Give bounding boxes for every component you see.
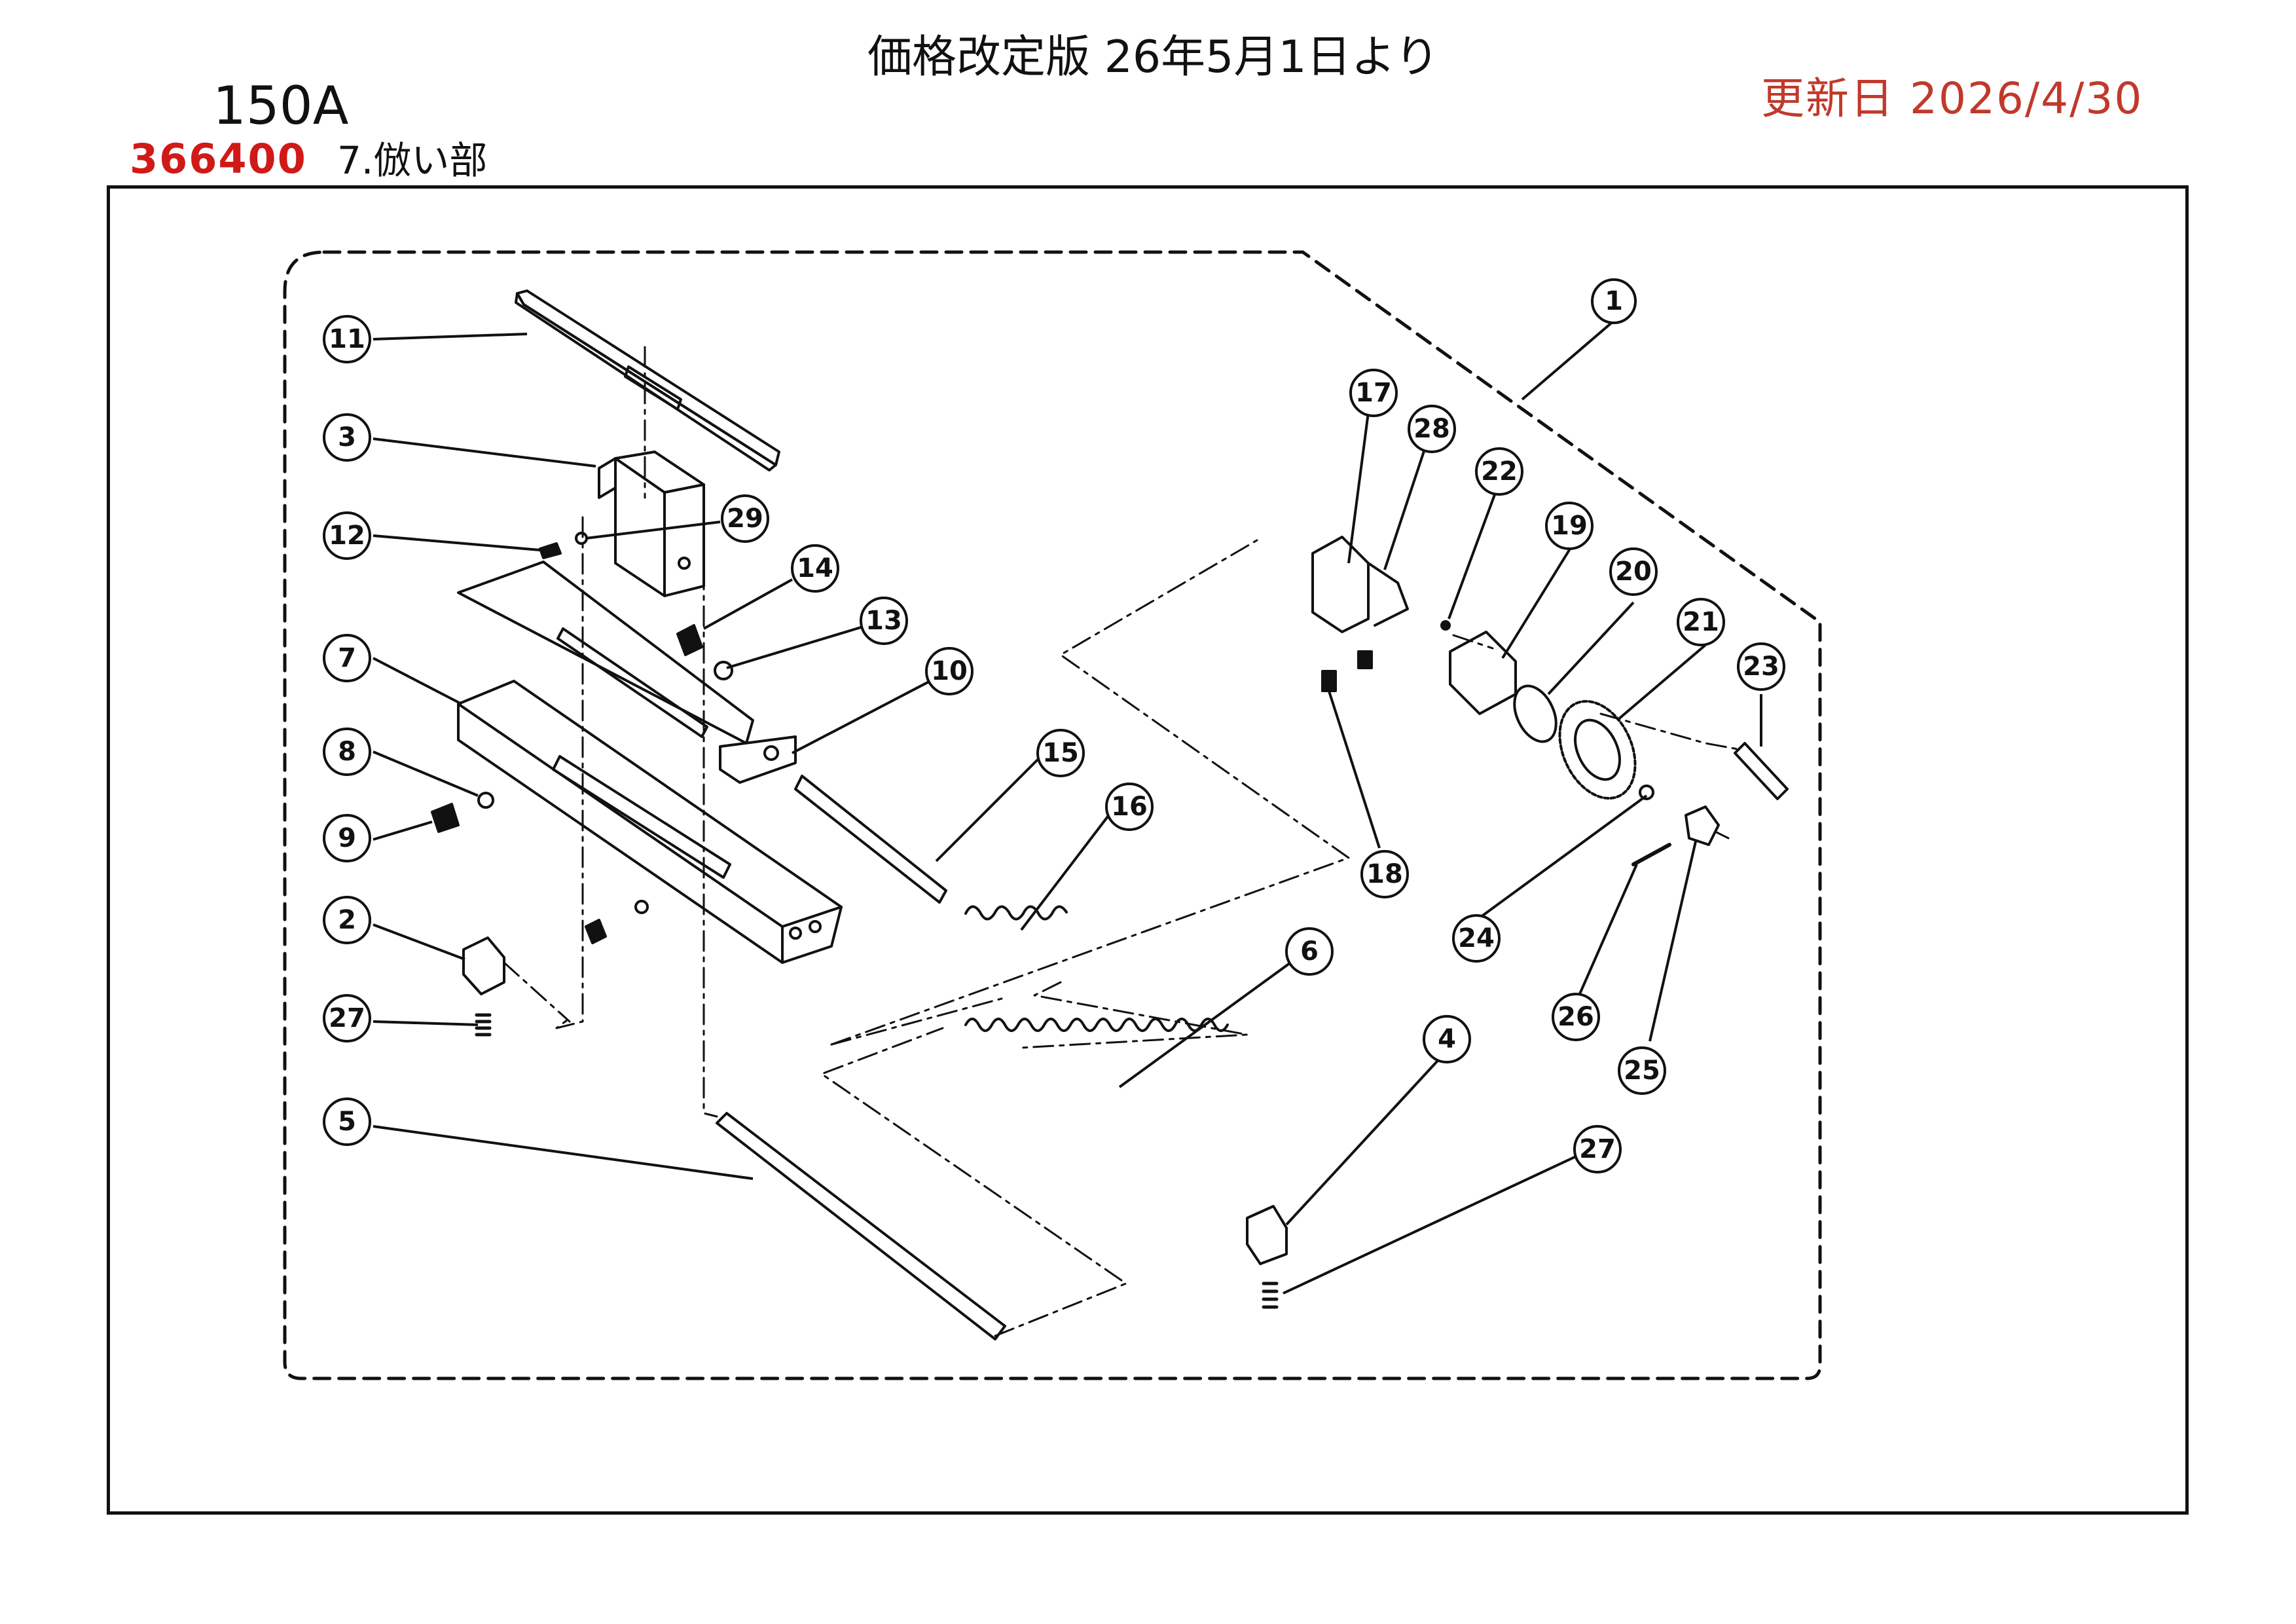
callout-5: 5 — [323, 1098, 371, 1146]
knob-14 — [676, 624, 703, 656]
svg-text:3: 3 — [338, 422, 356, 452]
callout-1: 1 — [1591, 278, 1637, 324]
washer-24 — [1639, 784, 1654, 800]
svg-text:15: 15 — [1042, 738, 1079, 768]
callout-27b: 27 — [1573, 1125, 1622, 1173]
callout-3: 3 — [323, 413, 371, 462]
oring-20 — [1513, 684, 1558, 743]
pin-26 — [1631, 843, 1671, 866]
callout-10: 10 — [925, 647, 974, 695]
callout-21: 21 — [1677, 598, 1725, 646]
callout-22: 22 — [1475, 447, 1523, 496]
top-plate — [515, 289, 780, 471]
callout-20: 20 — [1609, 547, 1658, 596]
callout-7: 7 — [323, 634, 371, 682]
svg-text:4: 4 — [1438, 1024, 1456, 1054]
svg-text:14: 14 — [797, 553, 833, 583]
spring-27b — [1262, 1282, 1279, 1309]
svg-text:23: 23 — [1743, 652, 1779, 682]
updated-date: 更新日 2026/4/30 — [1761, 73, 2143, 124]
svg-text:8: 8 — [338, 737, 356, 767]
part-number: 366400 — [130, 135, 307, 183]
svg-text:21: 21 — [1683, 607, 1719, 637]
svg-text:6: 6 — [1300, 936, 1319, 967]
price-revision-notice: 価格改定版 26年5月1日より — [867, 31, 1440, 83]
callout-11: 11 — [323, 315, 371, 363]
diagram-frame — [107, 185, 2189, 1515]
bolt-23 — [1734, 742, 1789, 800]
disc-19 — [1449, 631, 1517, 715]
svg-text:22: 22 — [1481, 456, 1518, 487]
spring-27a — [475, 1013, 492, 1037]
svg-text:12: 12 — [329, 521, 365, 551]
callout-4: 4 — [1423, 1015, 1471, 1063]
washer-8 — [477, 792, 494, 809]
callout-29: 29 — [721, 494, 769, 543]
bolt-9 — [431, 803, 460, 833]
section-title: 7.倣い部 — [337, 138, 488, 183]
svg-text:27: 27 — [1579, 1134, 1616, 1164]
callout-24: 24 — [1452, 914, 1501, 963]
callout-25: 25 — [1618, 1046, 1666, 1095]
callout-18: 18 — [1360, 850, 1409, 898]
svg-text:16: 16 — [1111, 792, 1148, 822]
svg-text:17: 17 — [1355, 378, 1392, 408]
svg-text:28: 28 — [1413, 414, 1450, 444]
washer-13 — [714, 661, 733, 680]
svg-text:7: 7 — [338, 643, 356, 673]
assembly-boundary — [283, 250, 1822, 1380]
callout-23: 23 — [1737, 642, 1785, 691]
nut-25 — [1685, 805, 1720, 846]
svg-text:29: 29 — [727, 504, 763, 534]
callout-8: 8 — [323, 728, 371, 776]
shaft-15 — [794, 775, 947, 904]
main-body — [457, 680, 843, 964]
screw-18b — [1357, 650, 1373, 669]
callout-28: 28 — [1408, 405, 1456, 453]
callout-27a: 27 — [323, 994, 371, 1043]
svg-text:11: 11 — [329, 324, 365, 354]
spring-6 — [964, 1018, 1229, 1032]
svg-text:27: 27 — [329, 1003, 365, 1033]
svg-text:9: 9 — [338, 823, 356, 853]
callout-19: 19 — [1545, 502, 1594, 550]
svg-text:5: 5 — [338, 1107, 356, 1137]
callout-9: 9 — [323, 814, 371, 862]
spring-16 — [964, 905, 1068, 921]
callout-13: 13 — [860, 597, 908, 645]
callout-15: 15 — [1036, 729, 1085, 777]
rod-5 — [716, 1112, 1006, 1340]
svg-text:2: 2 — [338, 905, 356, 935]
svg-text:10: 10 — [931, 656, 968, 686]
block-4 — [1246, 1205, 1288, 1265]
svg-text:13: 13 — [866, 606, 902, 636]
svg-text:20: 20 — [1615, 557, 1652, 587]
middle-plate — [457, 561, 754, 745]
model-name: 150A — [213, 75, 349, 136]
screw-18a — [1321, 670, 1337, 692]
callout-26: 26 — [1552, 993, 1600, 1041]
callout-14: 14 — [791, 544, 839, 593]
svg-text:24: 24 — [1458, 923, 1495, 953]
callout-6: 6 — [1285, 927, 1334, 976]
callout-17: 17 — [1349, 369, 1398, 417]
guide-block — [598, 451, 705, 597]
pin-22 — [1440, 620, 1451, 631]
svg-text:26: 26 — [1558, 1002, 1594, 1032]
svg-text:1: 1 — [1605, 286, 1623, 316]
housing-17 — [1311, 536, 1409, 633]
svg-text:19: 19 — [1551, 511, 1588, 541]
screw-12 — [539, 542, 562, 559]
svg-text:25: 25 — [1624, 1056, 1660, 1086]
svg-text:18: 18 — [1366, 859, 1403, 889]
callout-2: 2 — [323, 896, 371, 944]
callout-16: 16 — [1105, 783, 1154, 831]
block-2 — [462, 936, 505, 995]
bracket-10 — [719, 735, 797, 784]
washer-29 — [575, 532, 588, 545]
callout-12: 12 — [323, 511, 371, 560]
